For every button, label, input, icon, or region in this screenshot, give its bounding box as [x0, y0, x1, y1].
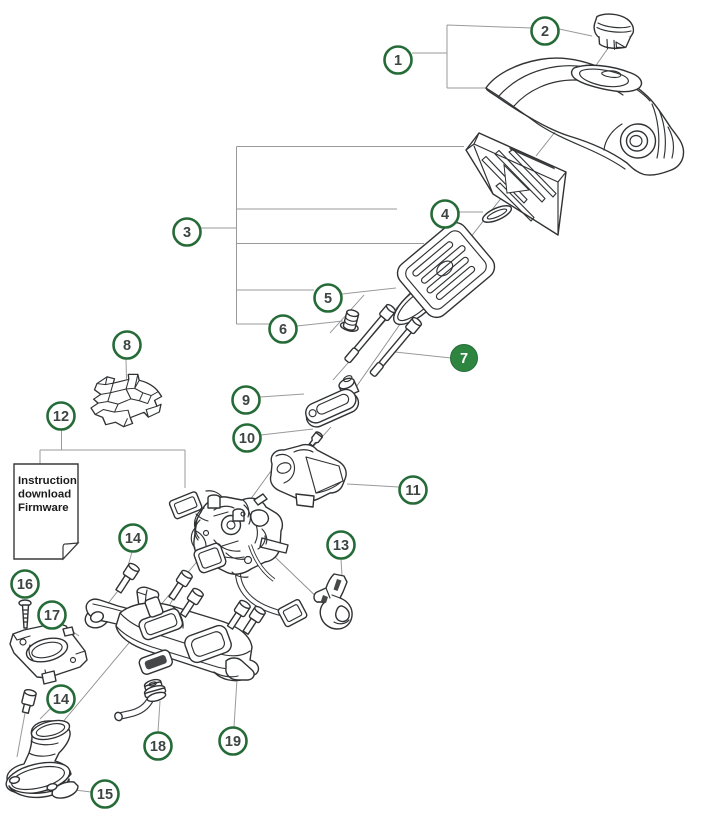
svg-text:14: 14 [125, 531, 141, 547]
svg-text:download: download [18, 489, 71, 501]
svg-text:9: 9 [242, 393, 250, 409]
svg-text:Instruction: Instruction [18, 475, 77, 487]
svg-text:17: 17 [44, 608, 60, 624]
svg-text:Firmware: Firmware [18, 502, 69, 514]
svg-text:15: 15 [97, 787, 113, 803]
svg-text:1: 1 [394, 53, 402, 69]
svg-text:6: 6 [279, 322, 287, 338]
svg-text:18: 18 [150, 739, 166, 755]
svg-text:12: 12 [53, 409, 69, 425]
svg-text:19: 19 [225, 734, 241, 750]
svg-text:11: 11 [405, 483, 420, 499]
svg-text:13: 13 [333, 538, 349, 554]
svg-text:8: 8 [123, 338, 131, 354]
svg-text:5: 5 [324, 291, 332, 307]
svg-text:4: 4 [441, 207, 449, 223]
svg-text:14: 14 [53, 692, 69, 708]
svg-text:7: 7 [460, 351, 468, 367]
svg-text:10: 10 [239, 431, 255, 447]
svg-text:16: 16 [17, 577, 33, 593]
svg-text:2: 2 [541, 24, 549, 40]
svg-text:3: 3 [183, 225, 191, 241]
